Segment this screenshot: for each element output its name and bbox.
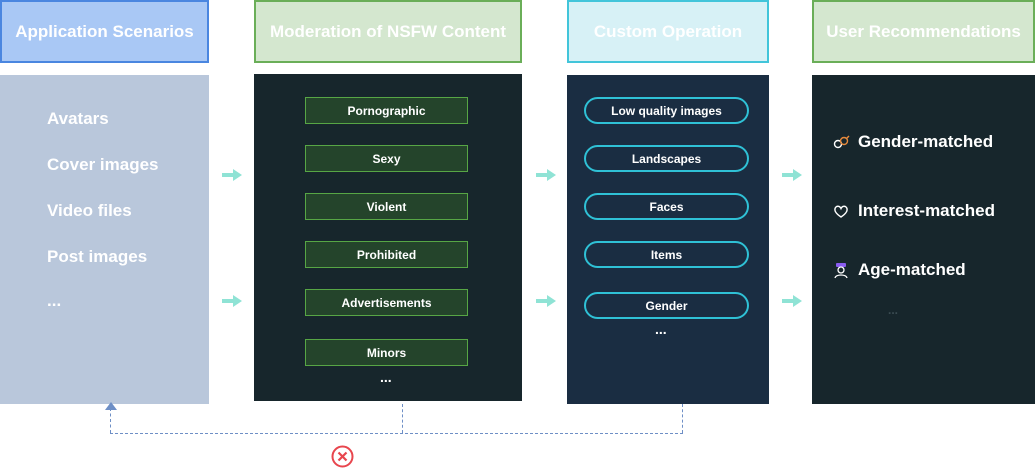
interest-icon — [832, 202, 850, 220]
right-arrow-icon — [782, 169, 802, 181]
recommendation-item: Age-matched — [832, 260, 966, 280]
recommendation-item: Interest-matched — [832, 201, 995, 221]
moderation-item: Sexy — [305, 145, 468, 172]
scenario-item: Cover images — [47, 155, 159, 174]
scenario-item: Video files — [47, 201, 132, 220]
scenario-item: ... — [47, 291, 62, 310]
feedback-line-custom — [682, 404, 683, 433]
custom-item: Items — [584, 241, 749, 268]
custom-more: ... — [655, 321, 667, 337]
right-arrow-icon — [536, 169, 556, 181]
recommendation-label: Age-matched — [858, 260, 966, 279]
moderation-panel: Pornographic Sexy Violent Prohibited Adv… — [254, 74, 522, 401]
right-arrow-icon — [222, 169, 242, 181]
custom-item: Gender — [584, 292, 749, 319]
recommendations-panel: Gender-matched Interest-matched Age-matc… — [812, 75, 1035, 404]
scenario-item: Avatars — [47, 109, 109, 128]
header-moderation: Moderation of NSFW Content — [254, 0, 522, 63]
moderation-item: Prohibited — [305, 241, 468, 268]
right-arrow-icon — [222, 295, 242, 307]
scenario-item: Post images — [47, 247, 148, 266]
age-icon — [832, 261, 850, 279]
moderation-item: Pornographic — [305, 97, 468, 124]
feedback-line-bottom — [110, 433, 683, 434]
custom-item: Faces — [584, 193, 749, 220]
moderation-item: Minors — [305, 339, 468, 366]
header-custom-operation: Custom Operation — [567, 0, 769, 63]
moderation-more: ... — [380, 369, 392, 385]
moderation-item: Advertisements — [305, 289, 468, 316]
up-arrow-icon — [105, 402, 117, 410]
error-x-icon — [331, 445, 354, 468]
recommendation-label: Gender-matched — [858, 132, 994, 151]
right-arrow-icon — [782, 295, 802, 307]
gender-icon — [832, 133, 850, 151]
custom-item: Landscapes — [584, 145, 749, 172]
recommendation-item: Gender-matched — [832, 132, 993, 152]
header-user-recommendations: User Recommendations — [812, 0, 1035, 63]
recommendations-more: ... — [888, 303, 899, 317]
custom-item: Low quality images — [584, 97, 749, 124]
header-application-scenarios: Application Scenarios — [0, 0, 209, 63]
recommendation-label: Interest-matched — [858, 201, 995, 220]
scenarios-panel: Avatars Cover images Video files Post im… — [0, 75, 209, 404]
moderation-item: Violent — [305, 193, 468, 220]
feedback-line-moderation — [402, 404, 403, 433]
custom-operation-panel: Low quality images Landscapes Faces Item… — [567, 75, 769, 404]
right-arrow-icon — [536, 295, 556, 307]
feedback-line-left — [110, 408, 111, 433]
